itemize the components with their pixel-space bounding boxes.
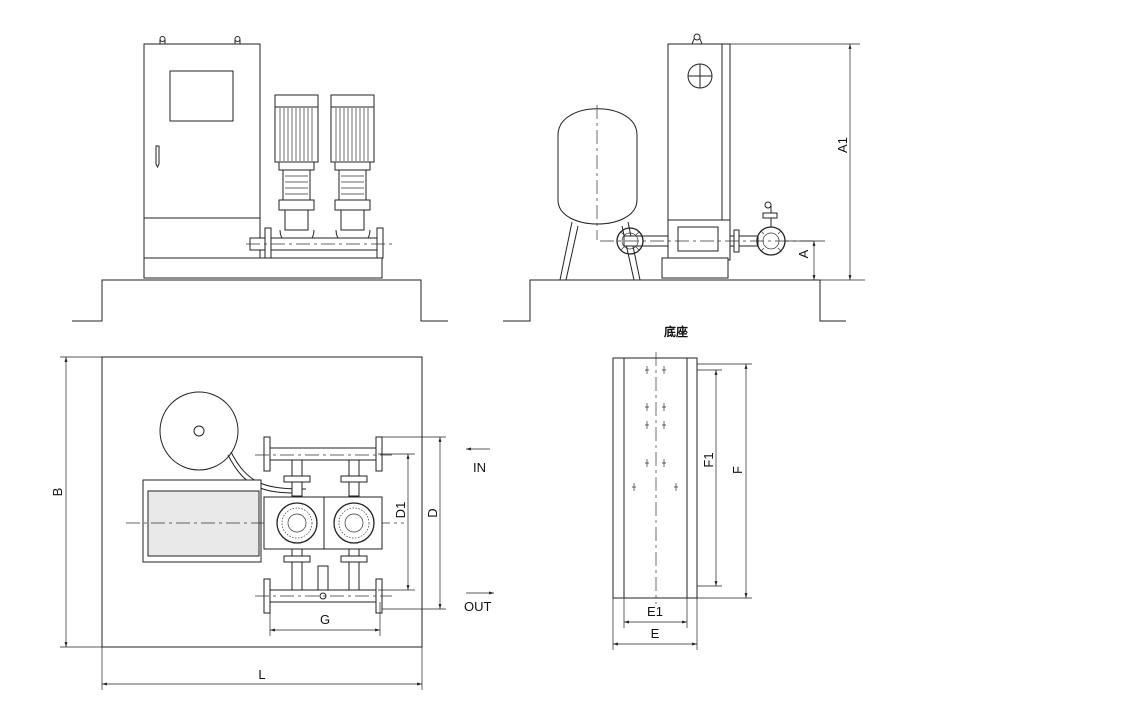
pump-2 (330, 94, 375, 248)
base-view: 底座 F F1 E1 E (612, 324, 752, 650)
dim-label-F1: F1 (701, 452, 716, 467)
dim-label-L: L (258, 667, 265, 682)
dim-label-E: E (651, 626, 660, 641)
plan-suction-header (267, 447, 379, 461)
base-outer (612, 357, 698, 599)
plan-view: IN OUT D D1 G B L (50, 356, 494, 690)
front-skid (143, 257, 383, 279)
cabinet-screen (169, 70, 234, 122)
dim-label-F: F (730, 466, 745, 474)
dim-label-A1: A1 (835, 137, 850, 153)
dim-label-G: G (320, 612, 330, 627)
plan-base-outline (101, 356, 423, 648)
front-plinth (72, 279, 448, 322)
side-plinth (503, 279, 846, 322)
side-cabinet (667, 43, 731, 221)
port-out-label: OUT (464, 599, 492, 614)
dim-label-E1: E1 (647, 604, 663, 619)
dim-label-B: B (50, 488, 65, 497)
plan-pump-1 (276, 502, 318, 544)
side-view: A1 A (503, 33, 865, 322)
dim-label-D: D (425, 508, 440, 517)
dim-label-D1: D1 (393, 502, 408, 519)
pump-1 (274, 94, 319, 248)
plan-tank (159, 391, 239, 471)
pressure-tank (557, 108, 638, 225)
base-title: 底座 (664, 324, 688, 339)
cabinet-handle-icon (155, 145, 160, 169)
port-in-label: IN (473, 460, 486, 475)
plan-pump-2 (333, 502, 375, 544)
dim-label-A: A (796, 249, 811, 258)
front-view (72, 36, 448, 322)
